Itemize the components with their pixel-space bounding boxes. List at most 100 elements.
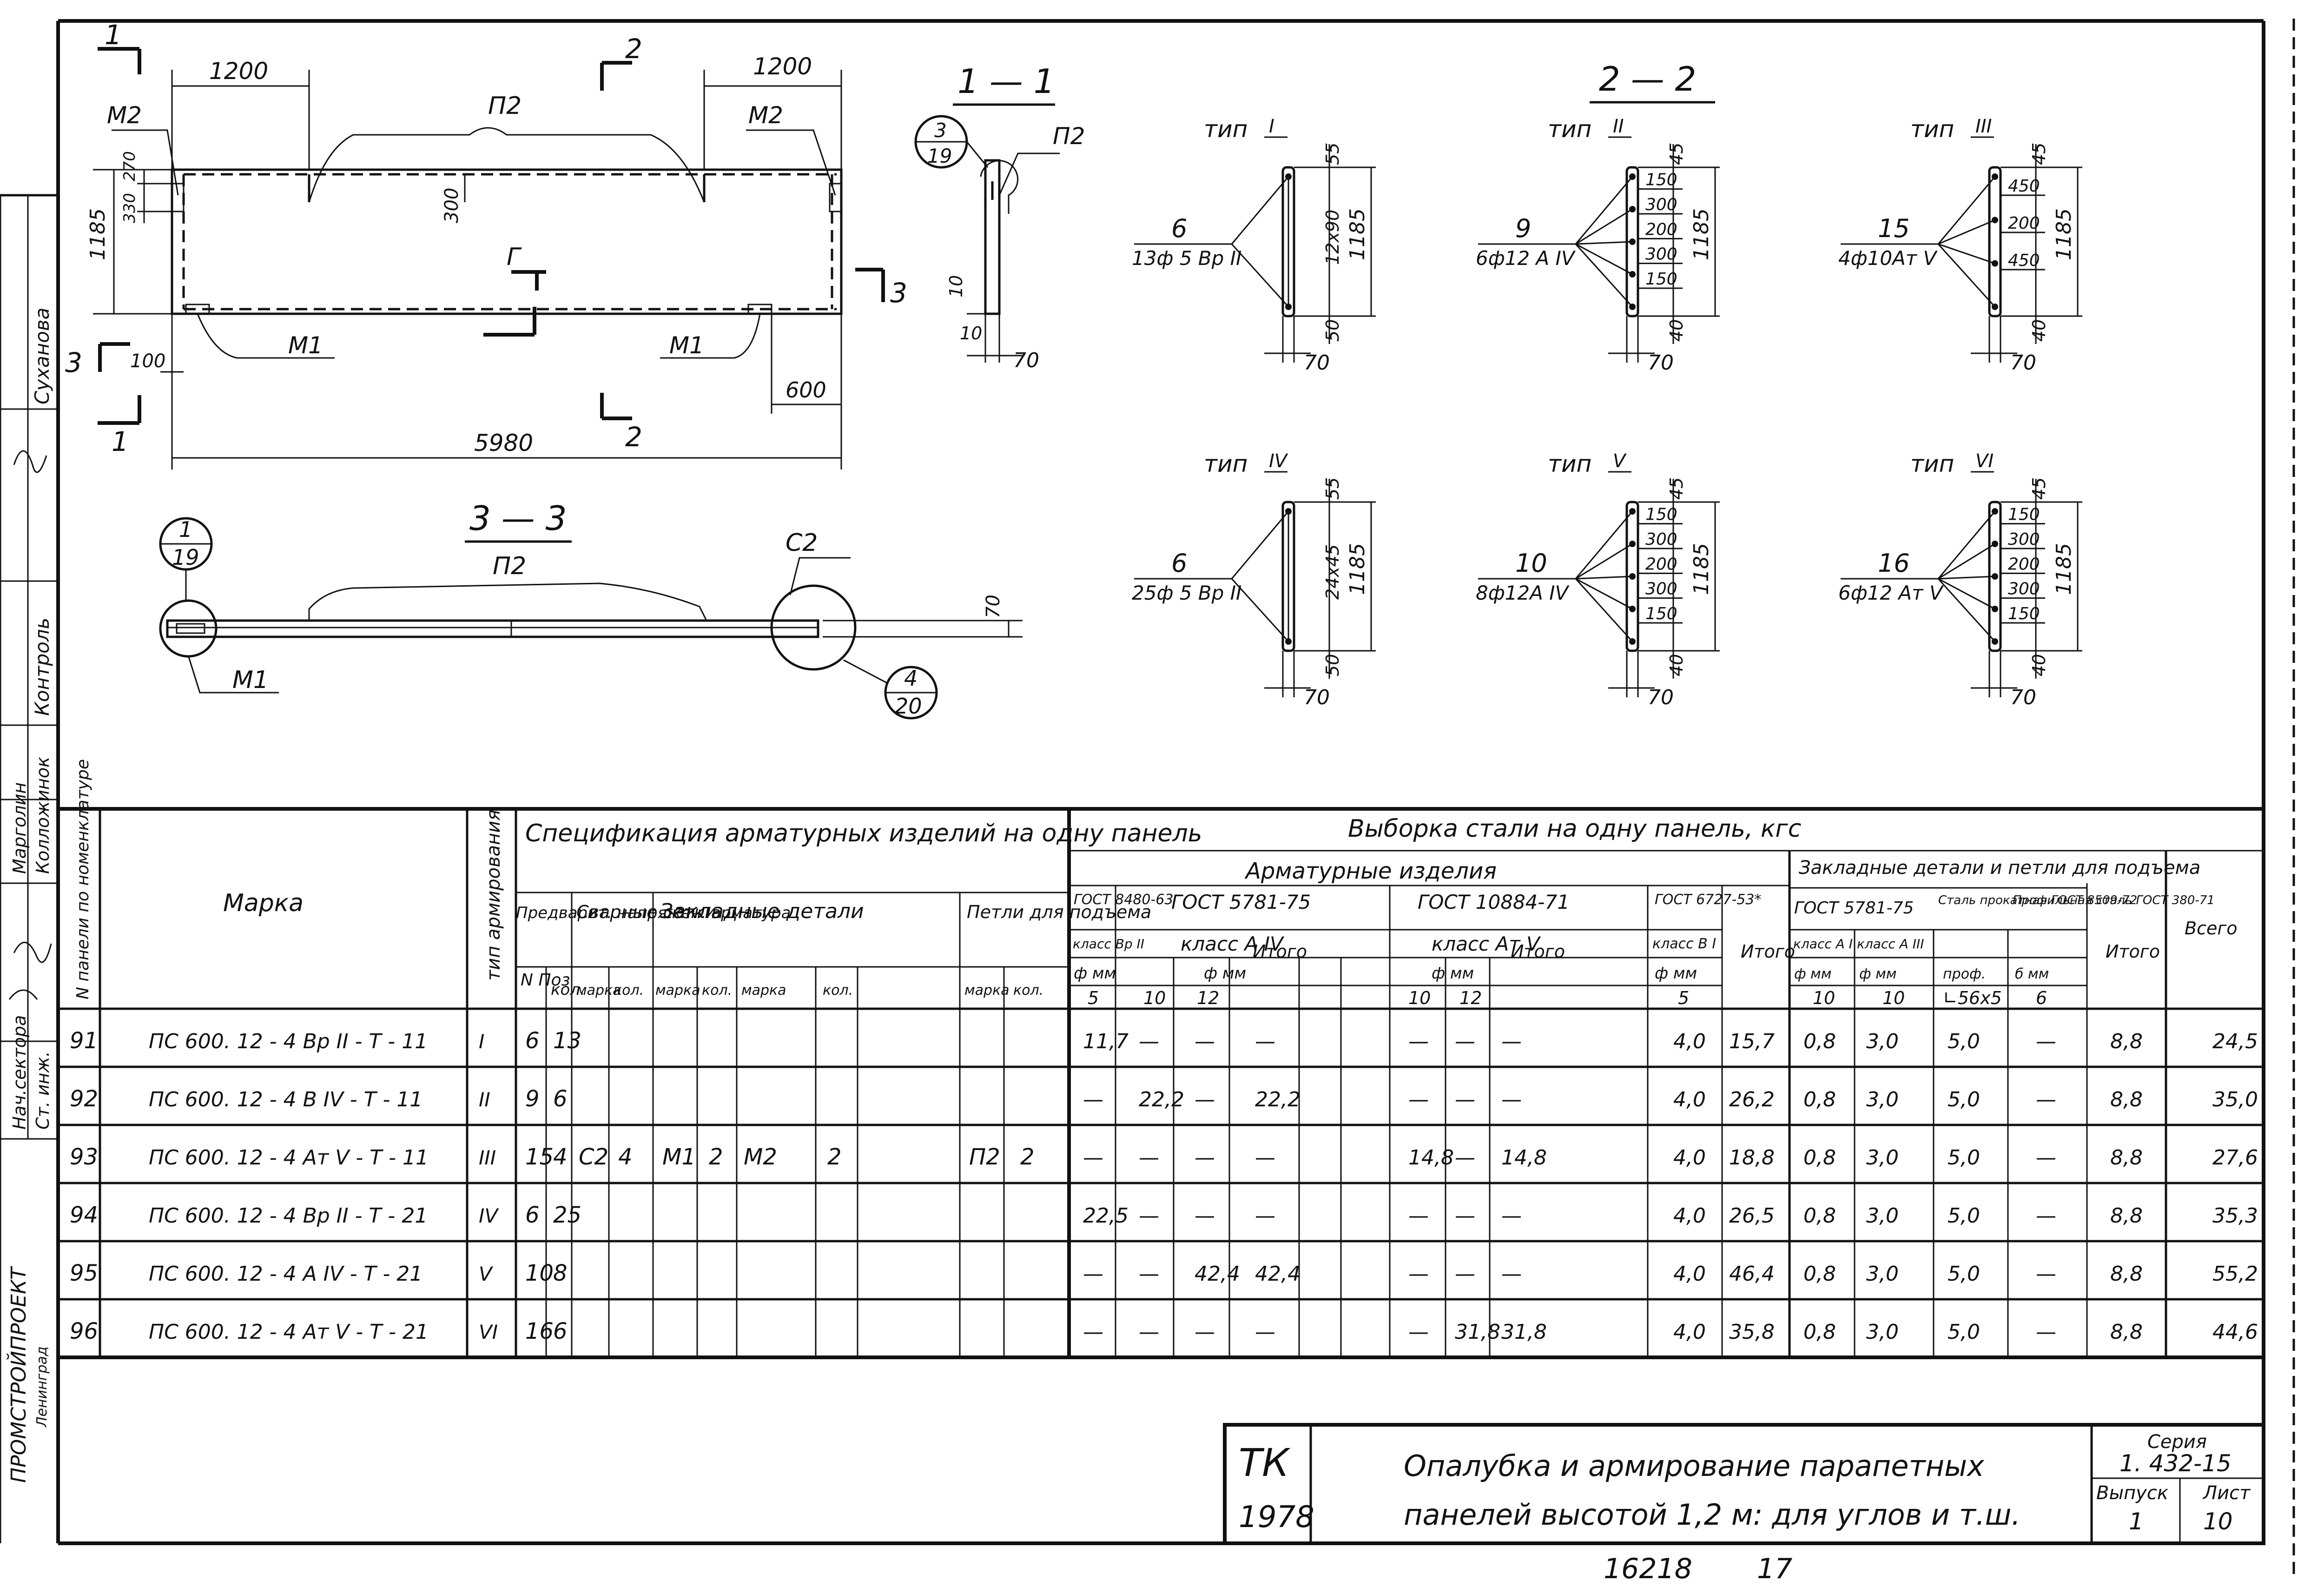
row-b5: 4,0 <box>1673 1030 1706 1053</box>
row-all: 44,6 <box>2212 1320 2258 1344</box>
unit-phi-3: ф мм <box>1432 964 1474 983</box>
row-all: 35,3 <box>2212 1204 2258 1228</box>
type-dim-6-4: 300 <box>2008 580 2040 599</box>
dim-600: 600 <box>786 377 826 403</box>
row-emb_tot: 8,8 <box>2110 1146 2143 1170</box>
row-emb_tot: 8,8 <box>2110 1088 2143 1111</box>
row-pos: 9 <box>525 1086 540 1112</box>
row-e4: — <box>2036 1146 2056 1170</box>
row-at10: — <box>1408 1320 1429 1344</box>
subcol-9: 10 <box>1813 988 1835 1008</box>
title-line-1: Опалубка и армирование парапетных <box>1404 1449 1985 1483</box>
tk-label: ТК <box>1239 1441 1291 1485</box>
row-at12: — <box>1455 1262 1475 1286</box>
type-width-4: 70 <box>1304 686 1330 709</box>
row-arm_tot: 15,7 <box>1729 1030 1775 1053</box>
row-e2: 3,0 <box>1866 1262 1899 1286</box>
ref-s33-2-top: 4 <box>904 666 918 691</box>
dim-100: 100 <box>130 350 165 372</box>
s33-c2: С2 <box>786 529 818 557</box>
row-pos: 6 <box>525 1202 540 1228</box>
row-pos: 16 <box>525 1318 554 1344</box>
row-at10: — <box>1408 1030 1429 1053</box>
merged-welded-qty: 4 <box>618 1144 633 1170</box>
subcol-10: 10 <box>1882 988 1905 1008</box>
row-qty: 8 <box>553 1260 568 1286</box>
row-a_tot: 42,4 <box>1255 1262 1301 1286</box>
dim-10-b: 10 <box>960 323 982 344</box>
class-at5: класс Ат V <box>1432 932 1541 955</box>
type-dim-5-3: 200 <box>1645 555 1677 574</box>
type-label-3: тип <box>1910 116 1954 143</box>
type-dim-1-1: 12х90 <box>1322 210 1343 265</box>
section-3-3-title: 3 — 3 <box>469 499 567 538</box>
row-qty: 4 <box>553 1144 568 1170</box>
row-qty: 6 <box>553 1318 568 1344</box>
signature-mark-3 <box>8 989 38 1000</box>
row-pos: 10 <box>525 1260 554 1286</box>
row-mark: ПС 600. 12 - 4 В IV - Т - 11 <box>149 1088 423 1111</box>
stamp-role-2: Нач.сектора <box>9 1015 30 1130</box>
class-a3: класс А III <box>1857 936 1924 952</box>
row-type: VI <box>479 1321 498 1343</box>
type-width-1: 70 <box>1304 351 1330 375</box>
type-height-1: 1185 <box>1346 208 1369 260</box>
subcol-12: 6 <box>2036 988 2047 1008</box>
row-a12: — <box>1195 1204 1215 1228</box>
type-dim-5-2: 300 <box>1645 530 1677 549</box>
row-arm_tot: 35,8 <box>1729 1320 1775 1344</box>
unit-phi-6: ф мм <box>1859 966 1896 982</box>
subcol-8: Итого <box>1741 941 1795 962</box>
row-at12: — <box>1455 1204 1475 1228</box>
row-num: 91 <box>70 1028 98 1054</box>
row-a10: — <box>1139 1262 1159 1286</box>
stamp-name-2: Марголин <box>9 782 30 874</box>
type-label-1: тип <box>1204 116 1248 143</box>
row-at12: — <box>1455 1146 1475 1170</box>
row-num: 95 <box>70 1260 98 1286</box>
section-1-1-title: 1 — 1 <box>957 62 1055 101</box>
type-roman-5: V <box>1613 450 1627 472</box>
row-c5: — <box>1083 1146 1103 1170</box>
subcol-11: ∟56х5 <box>1943 988 2002 1008</box>
row-e1: 0,8 <box>1803 1320 1836 1344</box>
sheet-value: 10 <box>2203 1508 2233 1535</box>
merged-emb1-qty: 2 <box>709 1144 723 1170</box>
type-label-4: тип <box>1204 450 1248 477</box>
row-e4: — <box>2036 1262 2056 1286</box>
gost-8480: ГОСТ 8480-63 <box>1074 892 1173 908</box>
row-e1: 0,8 <box>1803 1088 1836 1111</box>
type-rebar-3: 4ф10Ат V <box>1838 247 1938 270</box>
subcol-4: 10 <box>1408 988 1431 1008</box>
type-roman-3: III <box>1975 116 1992 137</box>
row-a12: 42,4 <box>1195 1262 1240 1286</box>
row-e2: 3,0 <box>1866 1088 1899 1111</box>
row-pos: 15 <box>525 1144 554 1170</box>
type-dim-3-4: 40 <box>2029 319 2049 342</box>
type-dim-2-4: 300 <box>1645 245 1677 264</box>
armature-title: Арматурные изделия <box>1244 858 1497 884</box>
row-qty: 6 <box>553 1086 568 1112</box>
type-dim-5-5: 150 <box>1645 604 1677 623</box>
row-arm_tot: 26,5 <box>1729 1204 1775 1228</box>
sheet-label: Лист <box>2202 1482 2251 1504</box>
bottom-number-1: 16218 <box>1604 1553 1692 1585</box>
row-a_tot: — <box>1255 1320 1275 1344</box>
type-dim-4-2: 50 <box>1322 654 1343 676</box>
type-roman-2: II <box>1613 116 1624 137</box>
col-num-header: N панели по номенклатуре <box>73 759 92 999</box>
series-label: Серия <box>2147 1431 2207 1453</box>
unit-phi-1: ф мм <box>1074 964 1116 983</box>
row-e1: 0,8 <box>1803 1030 1836 1053</box>
bottom-number-2: 17 <box>1757 1553 1792 1585</box>
plan-label-m1-right: М1 <box>669 332 704 359</box>
s33-dim-70: 70 <box>983 595 1004 618</box>
row-at_tot: 14,8 <box>1501 1146 1547 1170</box>
type-dim-5-0: 45 <box>1666 477 1687 500</box>
row-e2: 3,0 <box>1866 1030 1899 1053</box>
row-c5: — <box>1083 1262 1103 1286</box>
